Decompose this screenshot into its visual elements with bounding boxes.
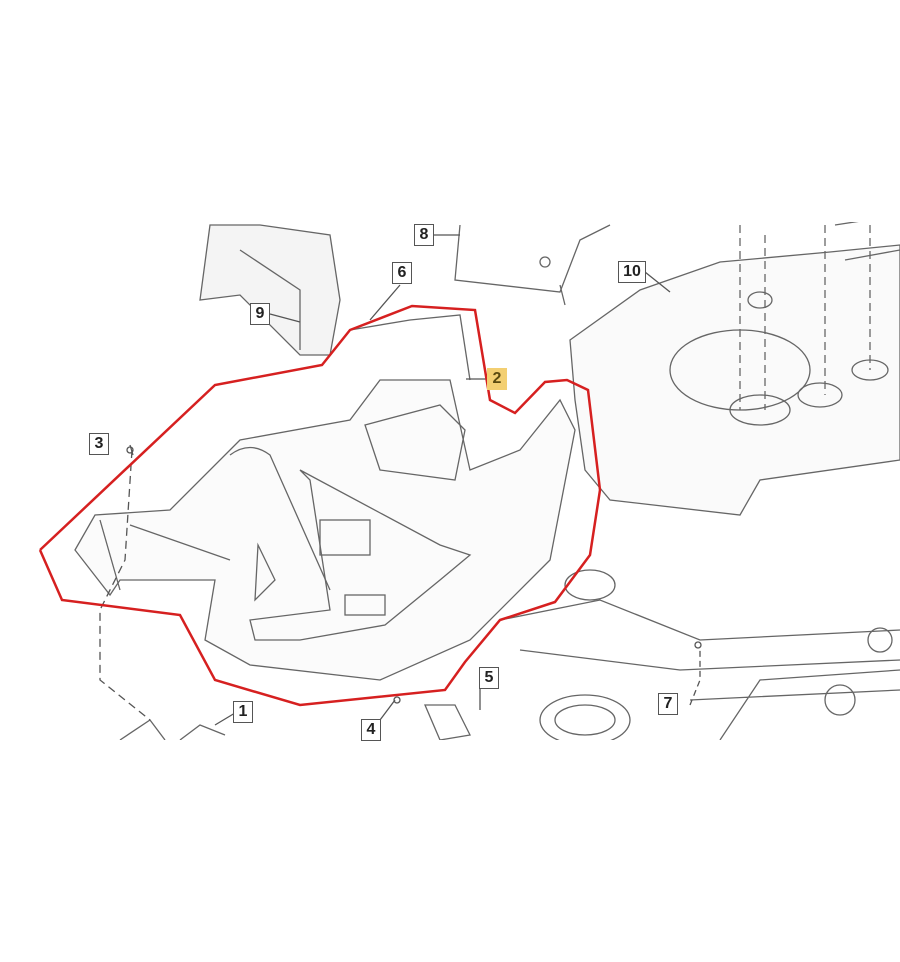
- callout-8[interactable]: 8: [414, 224, 434, 246]
- callout-3[interactable]: 3: [89, 433, 109, 455]
- part-2-dashboard: [74, 314, 576, 681]
- callout-9[interactable]: 9: [250, 303, 270, 325]
- callout-5[interactable]: 5: [479, 667, 499, 689]
- part-1-bracket: [119, 719, 226, 740]
- callout-2-selected[interactable]: 2: [487, 368, 507, 390]
- callout-4[interactable]: 4: [361, 719, 381, 741]
- callout-10[interactable]: 10: [618, 261, 646, 283]
- part-8-panel: [454, 224, 611, 306]
- leader-lines: [99, 234, 702, 726]
- callout-6[interactable]: 6: [392, 262, 412, 284]
- callout-7[interactable]: 7: [658, 693, 678, 715]
- part-10-rear-body: [569, 222, 900, 516]
- part-5-bracket: [424, 704, 471, 740]
- callout-1[interactable]: 1: [233, 701, 253, 723]
- lower-frame: [499, 569, 900, 740]
- selected-part-outline: [38, 304, 602, 707]
- part-9-cover: [199, 224, 341, 356]
